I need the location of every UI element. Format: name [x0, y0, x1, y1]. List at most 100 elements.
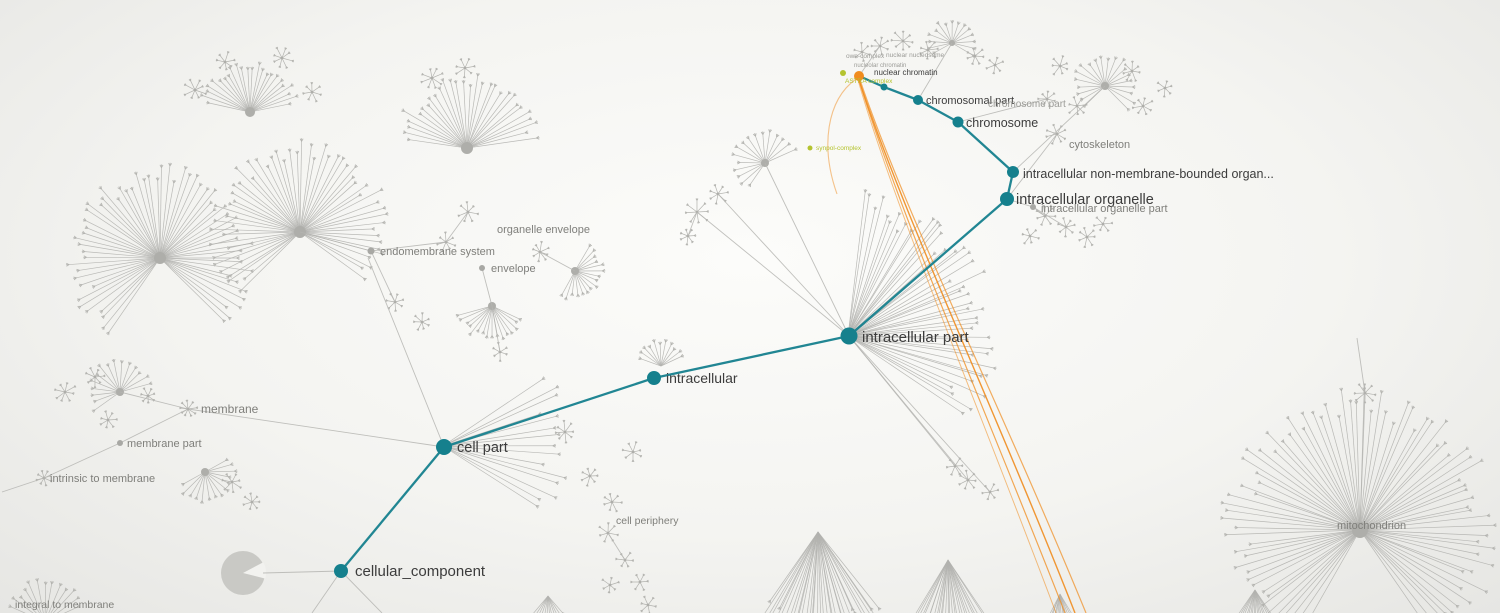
teal-path-edge	[653, 334, 850, 380]
gray-edge	[119, 391, 189, 410]
gray-edge	[445, 211, 469, 243]
orange-highlight-edge	[857, 79, 1057, 613]
fan-cluster	[915, 559, 985, 613]
star-clusters-layer	[35, 30, 1377, 613]
gray-edge	[717, 193, 850, 337]
gray-edge	[481, 267, 493, 307]
graph-nodes-layer	[117, 70, 1036, 578]
star-cluster	[630, 573, 649, 591]
node-membrane-part-junction[interactable]	[117, 440, 123, 446]
cluster-hub-dot	[201, 468, 209, 476]
star-cluster	[183, 78, 207, 99]
node-chromosomal-part[interactable]	[913, 95, 923, 105]
star-cluster	[179, 399, 199, 417]
star-cluster	[554, 419, 575, 444]
node-envelope-junction[interactable]	[479, 265, 485, 271]
gray-edge	[262, 570, 342, 574]
star-cluster	[1045, 123, 1067, 145]
cluster-hub-dot	[461, 142, 473, 154]
star-cluster	[621, 441, 643, 463]
fan-cluster	[89, 358, 153, 413]
highlighted-teal-path-layer	[340, 74, 1015, 572]
star-cluster	[853, 41, 871, 62]
node-chromosome[interactable]	[952, 116, 964, 128]
label-integral-to-membrane: integral to membrane	[15, 599, 114, 611]
star-cluster	[99, 410, 118, 429]
gray-edge	[370, 241, 447, 252]
star-cluster	[1122, 60, 1141, 82]
fan-cluster	[638, 339, 684, 367]
label-intracellular: intracellular	[666, 370, 738, 386]
teal-path-edge	[848, 198, 1008, 337]
star-cluster	[242, 492, 261, 510]
node-intracellular-non-membrane-bounded-organelle[interactable]	[1007, 166, 1019, 178]
node-organelle-part-junction[interactable]	[1030, 204, 1036, 210]
label-nuclear-chromatin: nuclear chromatin	[874, 68, 938, 77]
fan-cluster	[1073, 55, 1137, 112]
star-cluster	[1051, 55, 1069, 76]
fan-cluster	[764, 531, 882, 613]
cluster-hub-dot	[154, 252, 166, 264]
teal-path-edge	[340, 446, 445, 572]
label-intrinsic-to-membrane: intrinsic to membrane	[50, 473, 155, 485]
fan-cluster	[1050, 593, 1072, 613]
star-cluster	[1093, 216, 1114, 232]
fan-cluster	[1220, 387, 1497, 613]
gray-edge	[696, 211, 850, 337]
disc-clusters-layer	[221, 551, 266, 595]
gray-edge	[957, 98, 1048, 123]
fan-cluster	[731, 129, 798, 188]
gray-edge	[1, 477, 45, 493]
gray-edge	[187, 408, 445, 448]
node-nucleosome[interactable]	[854, 71, 864, 81]
node-intracellular-organelle[interactable]	[1000, 192, 1014, 206]
gray-edge	[119, 408, 189, 444]
node-astra-complex[interactable]	[840, 70, 846, 76]
fan-cluster	[199, 61, 299, 117]
label-cellular-component: cellular_component	[355, 563, 486, 580]
node-synpol-complex[interactable]	[807, 145, 813, 151]
label-nuclear-nucleosome: nuclear nucleosome	[886, 52, 945, 59]
star-cluster	[436, 231, 457, 253]
node-cell-part[interactable]	[436, 439, 452, 455]
orange-highlight-edge	[858, 79, 1066, 613]
gray-edge	[848, 335, 991, 493]
fan-cluster	[208, 138, 389, 294]
node-intracellular[interactable]	[647, 371, 661, 385]
label-chromosome-part: chromosome part	[988, 99, 1066, 110]
star-cluster	[580, 467, 599, 487]
label-own-complex: own-complex	[846, 53, 885, 60]
fan-cluster	[65, 162, 254, 336]
star-cluster	[919, 40, 939, 60]
node-cellular-component[interactable]	[334, 564, 348, 578]
label-chromosome: chromosome	[966, 116, 1038, 130]
fan-clusters-layer	[8, 20, 1497, 613]
gray-edge	[299, 231, 372, 252]
gray-edge	[1032, 206, 1067, 228]
label-mitochondrion: mitochondrion	[1337, 520, 1406, 532]
star-cluster	[958, 469, 977, 490]
gray-edge	[1356, 337, 1366, 394]
node-endomembrane-junction[interactable]	[367, 247, 375, 255]
gray-edge	[848, 335, 956, 467]
star-cluster	[890, 30, 914, 51]
fan-cluster	[180, 457, 238, 504]
node-chromatin-junction[interactable]	[880, 83, 888, 91]
node-intracellular-part[interactable]	[840, 327, 858, 345]
star-cluster	[640, 595, 657, 613]
gray-edge	[311, 570, 342, 613]
label-cytoskeleton: cytoskeleton	[1069, 139, 1130, 151]
label-synpol-complex: synpol-complex	[816, 145, 862, 152]
disc-notch	[243, 562, 266, 579]
teal-path-edge	[957, 121, 1014, 173]
star-cluster	[1021, 228, 1040, 245]
cluster-hub-dot	[245, 107, 255, 117]
star-cluster	[1131, 97, 1154, 116]
fan-cluster	[559, 243, 606, 301]
star-cluster	[302, 81, 322, 103]
star-cluster	[221, 473, 242, 494]
star-cluster	[709, 184, 729, 205]
gray-edge	[764, 162, 850, 337]
